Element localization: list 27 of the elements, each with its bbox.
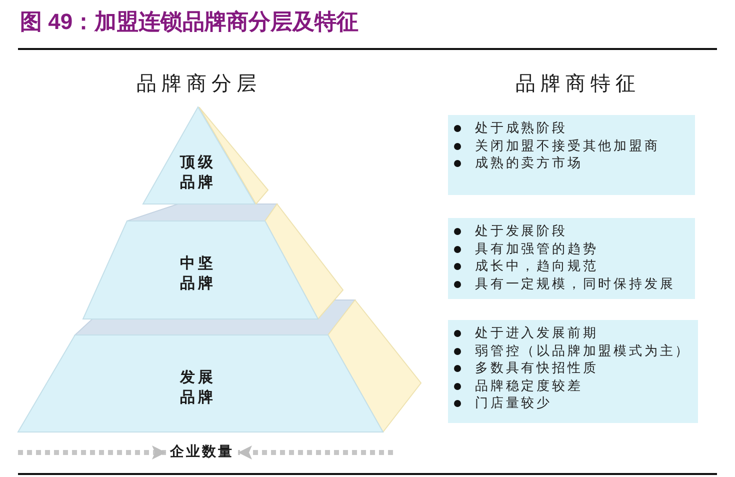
feature-text: 弱管控（以品牌加盟模式为主） bbox=[475, 342, 691, 360]
feature-text: 成长中，趋向规范 bbox=[475, 258, 598, 276]
feature-panel bbox=[448, 218, 695, 299]
figure-title: 图 49：加盟连锁品牌商分层及特征 bbox=[20, 8, 359, 36]
axis-caption: 企业数量 bbox=[166, 443, 238, 462]
column-heading: 品牌商特征 bbox=[516, 70, 640, 97]
feature-text: 具有一定规模，同时保持发展 bbox=[475, 276, 676, 293]
pyramid-tier bbox=[83, 221, 318, 319]
feature-text: 品牌稳定度较差 bbox=[475, 378, 583, 395]
tier-label: 发展品牌 bbox=[180, 367, 216, 407]
feature-panel bbox=[448, 320, 698, 423]
feature-text: 门店量较少 bbox=[475, 395, 552, 412]
feature-text: 处于进入发展前期 bbox=[475, 325, 598, 342]
dotted-arrow bbox=[18, 446, 166, 460]
feature-text: 多数具有快招性质 bbox=[475, 360, 598, 378]
column-heading: 品牌商分层 bbox=[136, 70, 262, 97]
feature-text: 具有加强管的趋势 bbox=[475, 240, 598, 258]
feature-text: 处于发展阶段 bbox=[475, 223, 568, 240]
tier-label: 顶级品牌 bbox=[180, 152, 216, 192]
feature-text: 成熟的卖方市场 bbox=[475, 155, 583, 172]
feature-text: 处于成熟阶段 bbox=[475, 120, 568, 138]
dotted-arrow bbox=[238, 446, 393, 460]
pyramid-tier bbox=[143, 107, 255, 204]
pyramid-tier bbox=[18, 335, 383, 432]
feature-text: 关闭加盟不接受其他加盟商 bbox=[475, 138, 660, 155]
feature-panel bbox=[448, 115, 695, 195]
tier-label: 中坚品牌 bbox=[180, 253, 216, 293]
